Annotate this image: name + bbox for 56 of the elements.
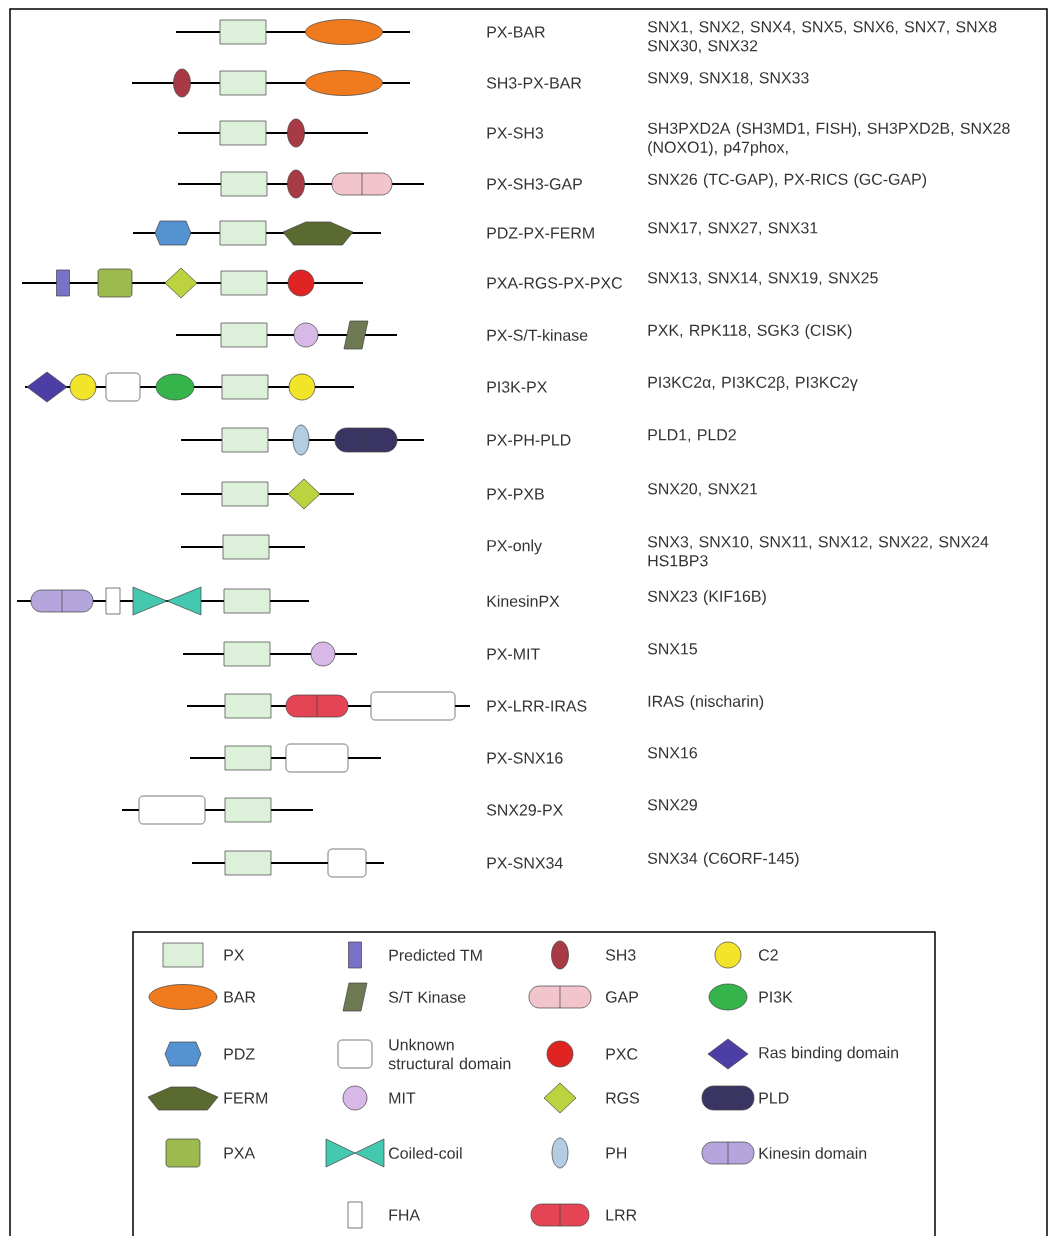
legend-label: Ras binding domain	[759, 1046, 898, 1062]
legend-label: PLD	[759, 1092, 789, 1104]
protein-list: SNX23 (KIF16B)	[647, 590, 766, 606]
architecture-label: PX-SNX34	[487, 857, 563, 869]
architecture-label: PDZ-PX-FERM	[487, 227, 594, 239]
protein-list: SNX26 (TC-GAP), PX-RICS (GC-GAP)	[647, 173, 927, 189]
protein-list: PXK, RPK118, SGK3 (CISK)	[648, 324, 852, 340]
architecture-label: SH3-PX-BAR	[486, 77, 582, 89]
architecture-label: KinesinPX	[487, 595, 560, 607]
architecture-label: PXA-RGS-PX-PXC	[487, 277, 622, 289]
protein-list: SNX9, SNX18, SNX33	[647, 72, 809, 86]
architecture-label: PX-BAR	[487, 26, 545, 38]
architecture-label: SNX29-PX	[486, 804, 563, 816]
legend-label: C2	[759, 949, 778, 961]
legend-label: PXA	[224, 1147, 256, 1159]
architecture-label: PX-PH-PLD	[487, 434, 571, 446]
legend-label: Coiled-coil	[389, 1147, 462, 1159]
protein-list: SNX16	[647, 747, 697, 759]
architecture-label: PX-SH3	[487, 127, 544, 139]
legend-label: BAR	[224, 991, 256, 1003]
protein-list: SNX17, SNX27, SNX31	[647, 222, 818, 236]
protein-list: PI3KC2α, PI3KC2β, PI3KC2γ	[648, 376, 858, 392]
architecture-label: PX-LRR-IRAS	[487, 700, 587, 712]
protein-list: SNX13, SNX14, SNX19, SNX25	[647, 272, 878, 286]
legend-label: PH	[606, 1147, 627, 1159]
legend-label: Unknown structural domain	[388, 1038, 511, 1070]
protein-list: PLD1, PLD2	[648, 429, 736, 443]
architecture-label: PX-SH3-GAP	[487, 178, 582, 190]
architecture-label: PX-MIT	[487, 648, 540, 660]
protein-list: SNX15	[647, 643, 697, 655]
protein-list: SH3PXD2A (SH3MD1, FISH), SH3PXD2B, SNX28 (NOXO1), p47phox,	[647, 122, 1010, 156]
legend-label: PDZ	[224, 1048, 255, 1060]
legend-label: RGS	[606, 1092, 639, 1104]
legend-label: MIT	[389, 1092, 416, 1104]
protein-list: SNX34 (C6ORF-145)	[647, 852, 799, 868]
architecture-label: PX-SNX16	[487, 752, 563, 764]
legend-label: Kinesin domain	[759, 1147, 867, 1159]
protein-list: SNX20, SNX21	[647, 483, 758, 497]
architecture-label: PX-S/T-kinase	[487, 329, 588, 341]
legend-label: S/T Kinase	[388, 991, 466, 1003]
legend-label: PXC	[606, 1048, 638, 1060]
legend-label: SH3	[605, 949, 636, 961]
protein-list: SNX1, SNX2, SNX4, SNX5, SNX6, SNX7, SNX8 SNX30, SNX32	[647, 21, 997, 54]
legend-label: Predicted TM	[389, 949, 482, 961]
protein-list: SNX3, SNX10, SNX11, SNX12, SNX22, SNX24 HS1BP3	[647, 536, 989, 567]
legend-label: PX	[224, 949, 245, 961]
legend-label: PI3K	[759, 991, 793, 1003]
architecture-label: PX-only	[487, 539, 542, 555]
legend-label: LRR	[606, 1209, 637, 1221]
protein-list: SNX29	[647, 799, 697, 811]
legend-label: FERM	[224, 1092, 268, 1104]
protein-list: IRAS (nischarin)	[648, 695, 764, 711]
legend-label: GAP	[606, 991, 639, 1003]
architecture-label: PI3K-PX	[487, 381, 547, 393]
legend-label: FHA	[389, 1209, 421, 1221]
architecture-label: PX-PXB	[487, 488, 544, 500]
